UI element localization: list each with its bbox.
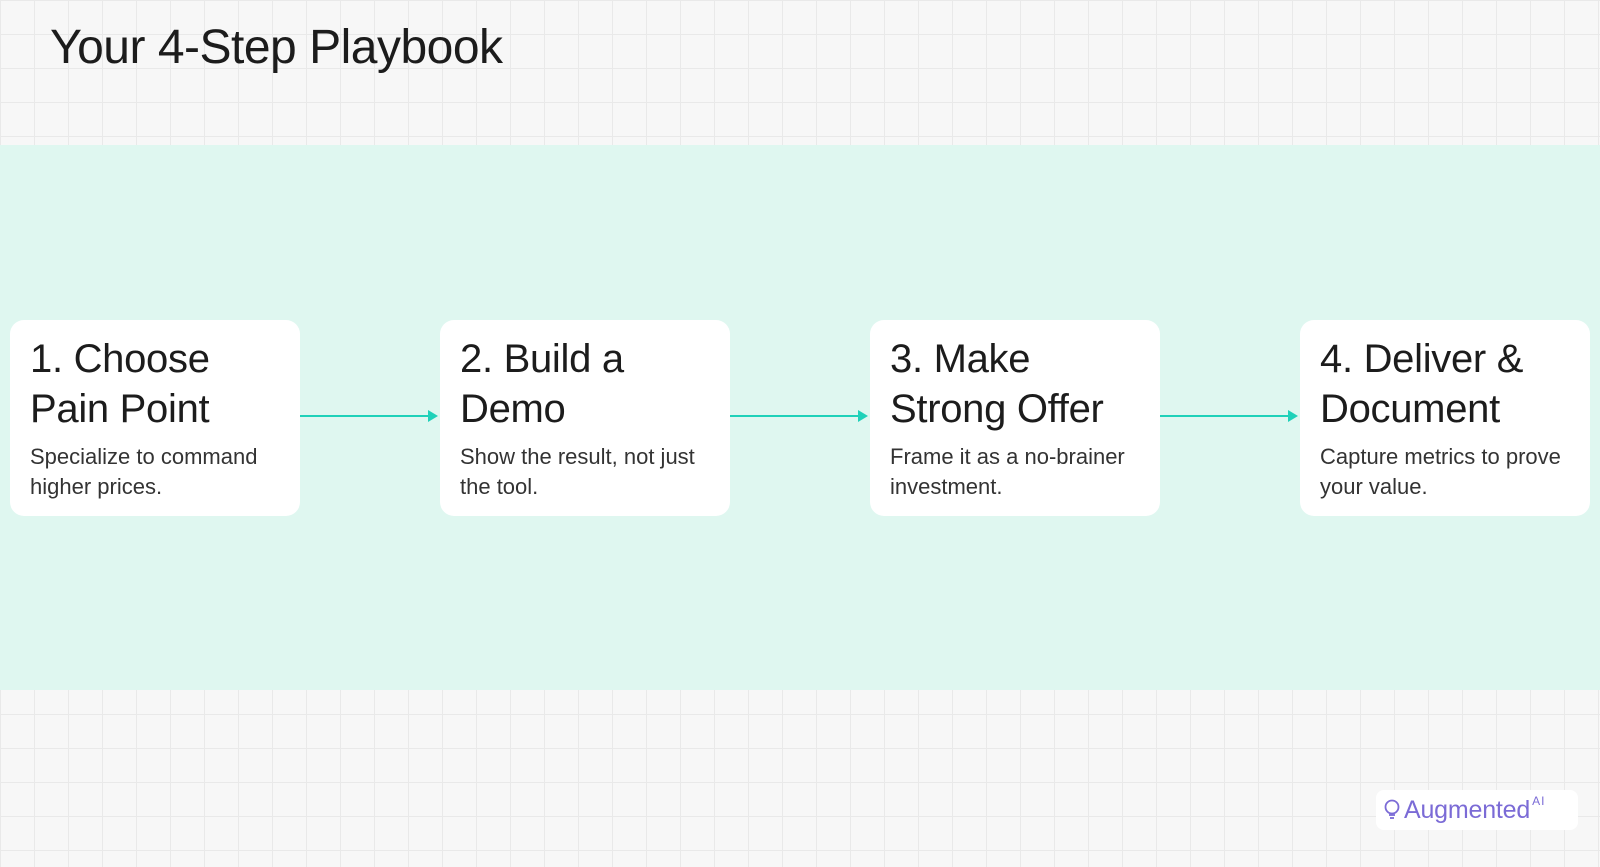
page-title: Your 4-Step Playbook [50, 21, 503, 74]
step-description: Capture metrics to prove your value. [1320, 444, 1561, 499]
step-description: Frame it as a no-brainer investment. [890, 444, 1125, 499]
lightbulb-icon [1384, 799, 1400, 819]
step-card-4: 4. Deliver & Document Capture metrics to… [1300, 320, 1590, 516]
arrow-right-icon [300, 410, 438, 422]
brand-suffix: AI [1532, 794, 1546, 808]
step-title: 2. Build a Demo [460, 337, 624, 431]
arrow-right-icon [1160, 410, 1298, 422]
step-description: Show the result, not just the tool. [460, 444, 695, 499]
brand-name: Augmented [1404, 795, 1531, 824]
step-title: 1. Choose Pain Point [30, 337, 210, 431]
brand-logo: Augmented AI [1376, 790, 1578, 830]
arrow-right-icon [730, 410, 868, 422]
step-title: 4. Deliver & Document [1320, 337, 1524, 431]
step-card-2: 2. Build a Demo Show the result, not jus… [440, 320, 730, 516]
step-card-1: 1. Choose Pain Point Specialize to comma… [10, 320, 300, 516]
step-title: 3. Make Strong Offer [890, 337, 1104, 431]
step-description: Specialize to command higher prices. [30, 444, 258, 499]
step-card-3: 3. Make Strong Offer Frame it as a no-br… [870, 320, 1160, 516]
